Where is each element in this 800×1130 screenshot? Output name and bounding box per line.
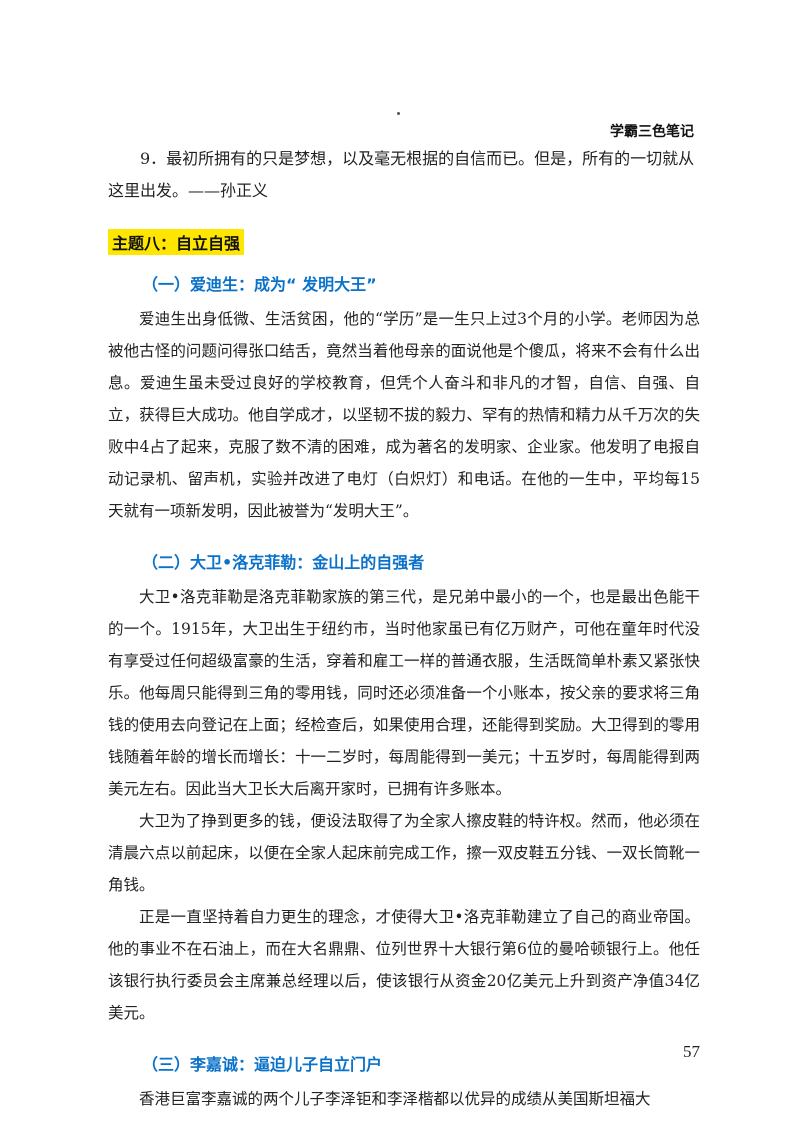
topic-title: 主题八：自立自强 (108, 229, 245, 255)
section-title-li-ka-shing: （三）李嘉诚：逼迫儿子自立门户 (142, 1055, 383, 1074)
page-number: 57 (683, 1042, 700, 1061)
section-title-edison: （一）爱迪生：成为“ 发明大王” (142, 275, 377, 294)
section-paragraph: 大卫•洛克菲勒是洛克菲勒家族的第三代，是兄弟中最小的一个，也是最出色能干的一个。… (108, 588, 700, 798)
quote-paragraph: 9．最初所拥有的只是梦想，以及毫无根据的自信而已。但是，所有的一切就从这里出发。… (108, 149, 695, 200)
section-paragraph: 大卫为了挣到更多的钱，便设法取得了为全家人擦皮鞋的特许权。然而，他必须在清晨六点… (108, 812, 700, 894)
section-paragraph: 爱迪生出身低微、生活贫困，他的“学历”是一生只上过3个月的小学。老师因为总被他古… (108, 310, 700, 520)
page-content: 9．最初所拥有的只是梦想，以及毫无根据的自信而已。但是，所有的一切就从这里出发。… (108, 143, 700, 1115)
section-paragraph: 香港巨富李嘉诚的两个儿子李泽钜和李泽楷都以优异的成绩从美国斯坦福大 (139, 1090, 651, 1108)
header-dot (397, 112, 400, 115)
section-title-rockefeller: （二）大卫•洛克菲勒：金山上的自强者 (142, 553, 425, 572)
header-label: 学霸三色笔记 (610, 124, 694, 140)
section-paragraph: 正是一直坚持着自力更生的理念，才使得大卫•洛克菲勒建立了自己的商业帝国。他的事业… (108, 908, 700, 1022)
